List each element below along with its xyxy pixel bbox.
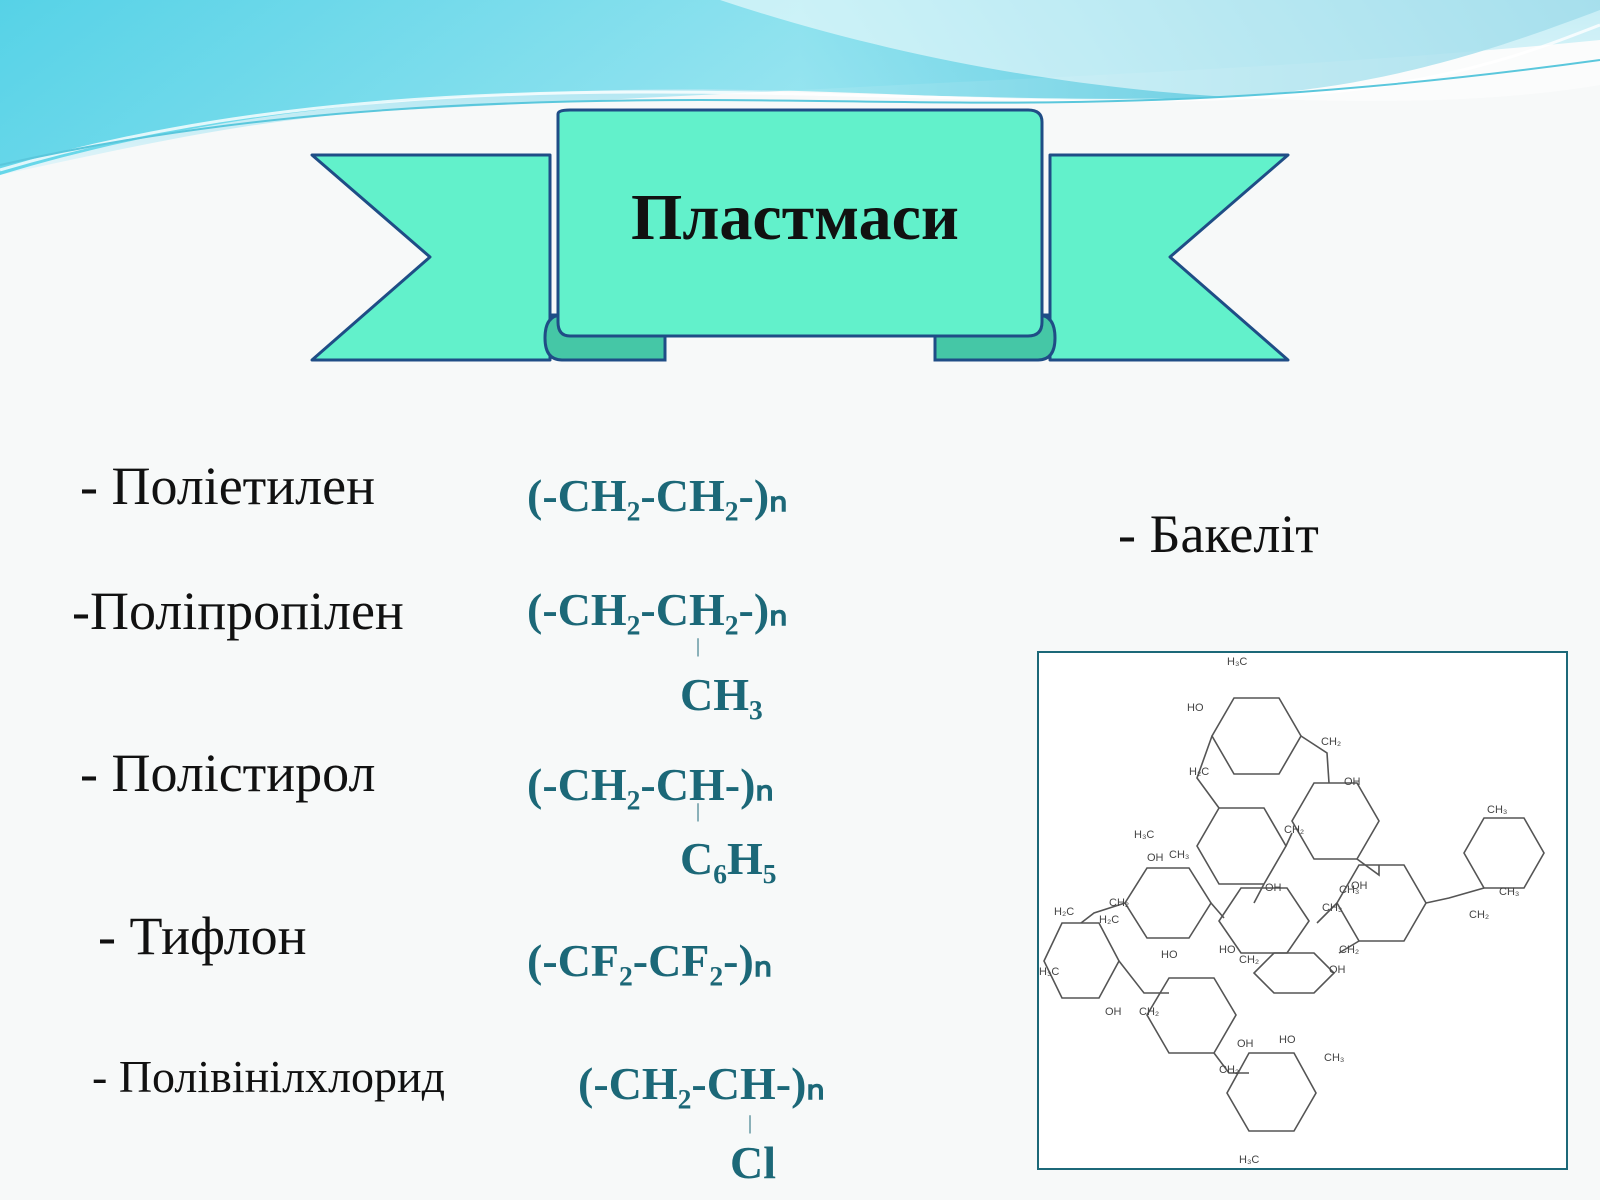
- polymer-name-pvc: - Полівінілхлорид: [92, 1051, 445, 1102]
- page-title: Пластмаси: [631, 181, 959, 254]
- bakelite-atom-label: OH: [1344, 776, 1361, 788]
- bakelite-atom-label: H₃C: [1039, 966, 1059, 978]
- substituent-polypropylene: CH₃: [680, 669, 763, 720]
- formula-polyethylene: (-CH₂-CH₂-)ₙ: [527, 470, 788, 521]
- bakelite-structure-drawing: H₃CHOCH₂H₂COHCH₃CH₂OHH₃CCH₃OHH₂CCH₂OHHOC…: [1039, 656, 1545, 1166]
- bakelite-atom-label: H₂C: [1054, 906, 1074, 918]
- bakelite-atom-label: CH₂: [1469, 909, 1489, 921]
- bakelite-atom-label: CH₂: [1239, 954, 1259, 966]
- bakelite-atom-label: CH₃: [1339, 884, 1359, 896]
- bakelite-atom-label: OH: [1351, 880, 1368, 892]
- polymer-name-teflon: - Тифлон: [98, 906, 307, 966]
- bakelite-atom-label: H₃C: [1227, 656, 1247, 668]
- formula-teflon: (-CF₂-CF₂-)ₙ: [527, 935, 773, 986]
- bakelite-atom-label: H₂C: [1099, 914, 1119, 926]
- bakelite-atom-label: OH: [1147, 852, 1164, 864]
- polymer-name-polypropylene: -Поліпропілен: [72, 581, 404, 641]
- bakelite-atom-label: OH: [1105, 1006, 1122, 1018]
- bakelite-atom-label: HO: [1219, 944, 1236, 956]
- polymer-name-polyethylene: - Поліетилен: [80, 456, 375, 516]
- bakelite-atom-label: H₃C: [1239, 1154, 1259, 1166]
- bakelite-atom-label: HO: [1161, 949, 1178, 961]
- bond-line: |: [696, 800, 701, 822]
- bakelite-atom-label: CH₃: [1322, 902, 1342, 914]
- bakelite-atom-label: CH₃: [1499, 886, 1519, 898]
- bond-line: |: [748, 1112, 753, 1134]
- bakelite-atom-label: CH₂: [1109, 897, 1129, 909]
- bakelite-atom-label: OH: [1237, 1038, 1254, 1050]
- bakelite-atom-label: CH₂: [1321, 736, 1341, 748]
- bakelite-atom-label: H₃C: [1134, 829, 1154, 841]
- bakelite-atom-label: HO: [1279, 1034, 1296, 1046]
- bakelite-atom-label: CH₂: [1339, 944, 1359, 956]
- bakelite-atom-label: OH: [1265, 882, 1282, 894]
- bakelite-atom-label: OH: [1329, 964, 1346, 976]
- formula-pvc: (-CH₂-CH-)ₙ: [578, 1058, 825, 1109]
- formula-polypropylene: (-CH₂-CH₂-)ₙ: [527, 584, 788, 635]
- wave-decoration: [0, 0, 1600, 175]
- bakelite-atom-label: H₂C: [1189, 766, 1209, 778]
- substituent-polystyrene: C₆H₅: [680, 833, 777, 884]
- bond-line: |: [696, 635, 701, 657]
- polymer-name-bakelite: - Бакеліт: [1118, 504, 1319, 564]
- bakelite-atom-label: CH₃: [1169, 849, 1189, 861]
- polymer-name-polystyrene: - Полістирол: [80, 743, 376, 803]
- substituent-pvc: Cl: [730, 1137, 776, 1188]
- bakelite-atom-label: CH₃: [1487, 804, 1507, 816]
- bakelite-atom-label: CH₃: [1324, 1052, 1344, 1064]
- bakelite-atom-label: HO: [1187, 702, 1204, 714]
- bakelite-atom-label: CH₂: [1139, 1006, 1159, 1018]
- title-ribbon: [310, 108, 1290, 362]
- bakelite-atom-label: CH₂: [1219, 1064, 1239, 1076]
- bakelite-atom-label: CH₂: [1284, 824, 1304, 836]
- formula-polystyrene: (-CH₂-CH-)ₙ: [527, 759, 774, 810]
